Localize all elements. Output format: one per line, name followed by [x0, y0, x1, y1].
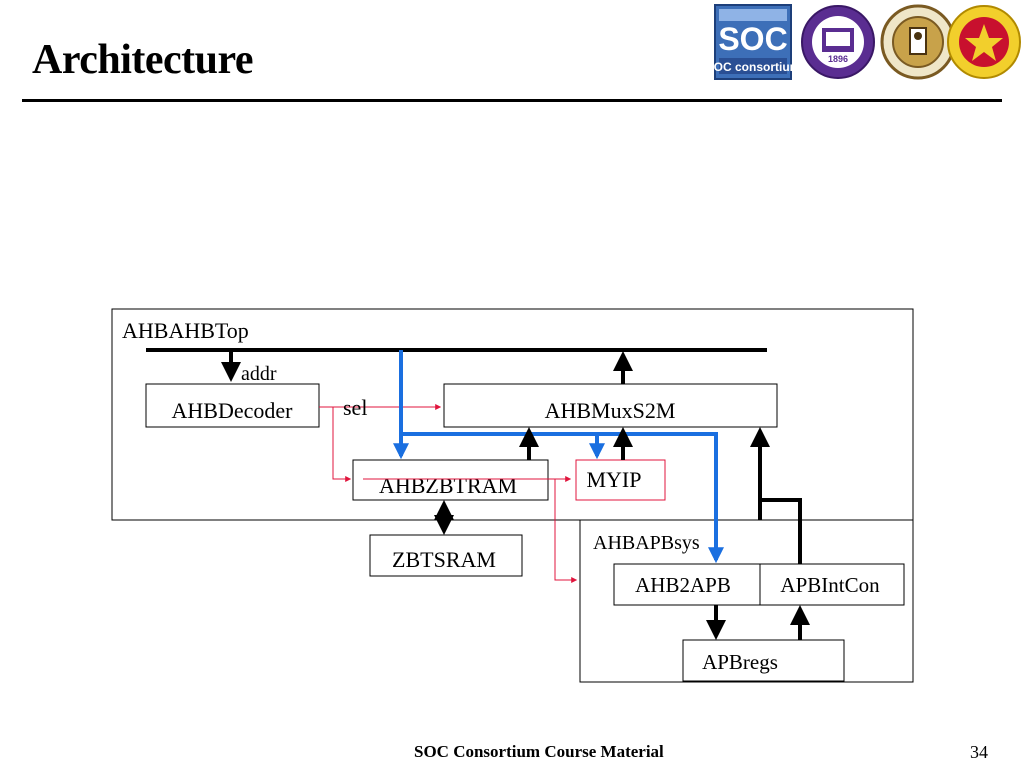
block-ahbdecoder-label: AHBDecoder	[172, 398, 294, 423]
footer-text: SOC Consortium Course Material	[414, 742, 664, 761]
block-ahbzbtram-label: AHBZBTRAM	[379, 473, 517, 498]
sel-to-ahbapbsys	[554, 479, 578, 583]
page-title: Architecture	[32, 37, 254, 83]
block-zbtsram	[369, 534, 523, 577]
block-ahb2apb-label: AHB2APB	[635, 573, 731, 597]
group-ahbahbtop-label: AHBAHBTop	[122, 318, 249, 343]
block-ahb2apb	[613, 563, 761, 606]
block-zbtsram-label: ZBTSRAM	[392, 547, 496, 572]
sel-label: sel	[343, 395, 367, 420]
soc-consortium-logo: SOC SOC consortium	[714, 4, 792, 80]
block-apbregs	[682, 639, 845, 682]
addr-label: addr	[241, 363, 277, 385]
university-seal-purple: 1896	[801, 5, 875, 79]
blue-to-myip	[401, 432, 605, 460]
block-ahbmuxs2m-label: AHBMuxS2M	[545, 398, 676, 423]
block-ahbdecoder	[145, 383, 320, 428]
page-number: 34	[970, 742, 988, 762]
block-apbregs-label: APBregs	[702, 650, 778, 674]
university-seal-brown	[880, 4, 956, 80]
blue-to-ahb2apb	[597, 432, 724, 564]
block-ahbmuxs2m	[443, 383, 778, 428]
group-ahbahbtop	[111, 308, 914, 521]
svg-text:1896: 1896	[828, 54, 848, 64]
block-myip-label: MYIP	[586, 467, 641, 492]
university-seal-red	[947, 5, 1021, 79]
title-divider	[22, 99, 1002, 102]
block-ahbzbtram	[352, 459, 549, 501]
group-ahbapbsys	[579, 519, 914, 683]
block-apbintcon-label: APBIntCon	[780, 573, 880, 597]
logo-strip: SOC SOC consortium 1896	[714, 4, 1021, 82]
block-apbintcon	[759, 563, 905, 606]
svg-text:SOC: SOC	[718, 21, 787, 57]
sel-to-zbtram	[332, 407, 352, 482]
soc-logo-text: SOC consortium	[714, 60, 792, 74]
block-myip	[575, 459, 666, 501]
apbintcon-to-apbsys-line	[760, 498, 802, 564]
group-ahbapbsys-label: AHBAPBsys	[593, 532, 700, 554]
